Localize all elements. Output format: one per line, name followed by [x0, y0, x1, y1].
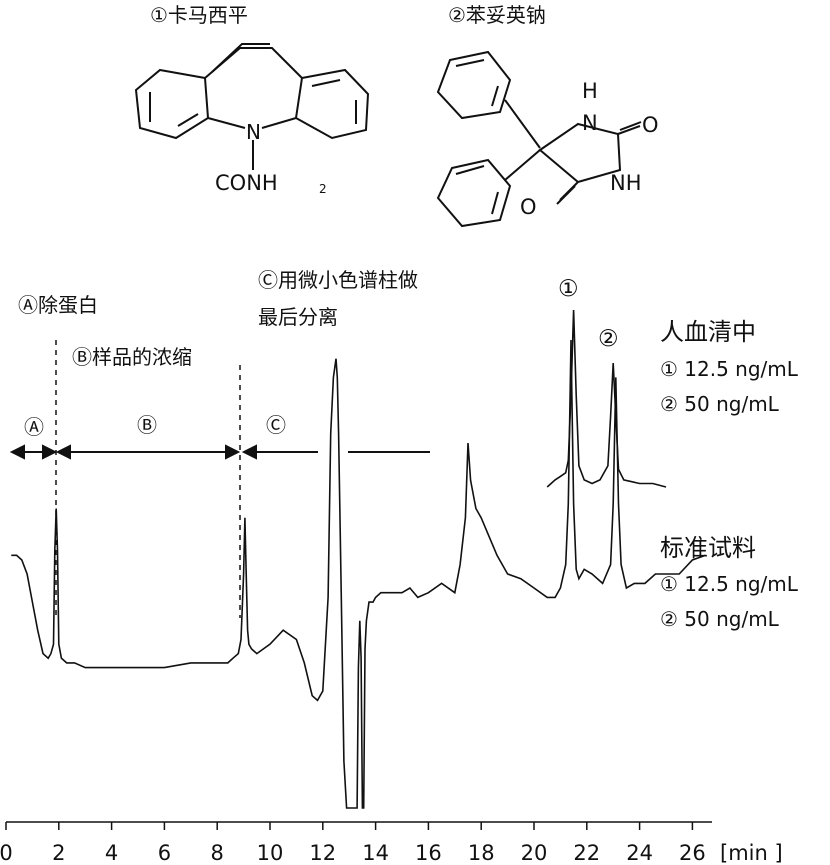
phenytoin-o-top: O — [642, 113, 659, 137]
step-a-mark: Ⓐ — [24, 415, 44, 439]
x-tick-label: 2 — [52, 841, 65, 865]
step-a-title: Ⓐ除蛋白 — [18, 293, 98, 317]
x-tick-label: 0 — [0, 841, 13, 865]
x-tick-label: 8 — [211, 841, 224, 865]
step-range-arrows — [9, 444, 430, 460]
standard-chromatogram-line — [11, 339, 706, 809]
step-b-mark: Ⓑ — [137, 413, 157, 437]
x-tick-label: 24 — [626, 841, 653, 865]
x-tick-label: 20 — [521, 841, 548, 865]
x-tick-label: 14 — [362, 841, 389, 865]
x-tick-label: 26 — [679, 841, 706, 865]
x-tick-label: 18 — [468, 841, 495, 865]
serum-peak2-label: ② — [598, 326, 619, 352]
carbamazepine-conh-group: CONH — [215, 171, 278, 195]
arrowhead-a-right — [42, 444, 58, 460]
step-c-mark: Ⓒ — [266, 413, 286, 437]
plot-area — [11, 309, 706, 809]
carbamazepine-n-atom: N — [246, 120, 261, 144]
arrowhead-a-left — [9, 444, 25, 460]
serum-peak1-label: ① — [558, 276, 579, 302]
step-dividers — [55, 340, 241, 618]
step-c-title-line1: Ⓒ用微小色谱柱做 — [258, 268, 418, 292]
x-axis-unit: [min ] — [720, 841, 783, 865]
standard-conc-2: ② 50 ng/mL — [660, 607, 780, 631]
compound2-label: ②苯妥英钠 — [448, 3, 546, 27]
x-tick-label: 10 — [257, 841, 284, 865]
phenytoin-nh-group: NH — [610, 171, 642, 195]
carbamazepine-subscript: 2 — [319, 182, 327, 196]
compound1-label: ①卡马西平 — [150, 3, 248, 27]
arrowhead-c-left — [241, 444, 257, 460]
carbamazepine-structure — [134, 43, 370, 170]
x-tick-label: 6 — [158, 841, 171, 865]
phenytoin-structure — [436, 50, 642, 228]
arrowhead-b-right — [225, 444, 241, 460]
step-c-title-line2: 最后分离 — [258, 305, 338, 329]
standard-conc-1: ① 12.5 ng/mL — [660, 572, 799, 596]
x-tick-label: 16 — [415, 841, 442, 865]
serum-conc-1: ① 12.5 ng/mL — [660, 357, 799, 381]
standard-title: 标准试料 — [660, 534, 756, 562]
serum-conc-2: ② 50 ng/mL — [660, 392, 780, 416]
serum-chromatogram-line — [546, 309, 667, 488]
x-tick-label: 4 — [105, 841, 118, 865]
step-b-title: Ⓑ样品的浓缩 — [72, 345, 192, 369]
x-tick-label: 22 — [573, 841, 600, 865]
phenytoin-n-atom: N — [582, 111, 598, 135]
arrowhead-b-left — [55, 444, 71, 460]
serum-title: 人血清中 — [660, 318, 756, 346]
phenytoin-o-bottom: O — [520, 195, 537, 219]
x-tick-label: 12 — [309, 841, 336, 865]
phenytoin-h-atom: H — [582, 79, 598, 103]
